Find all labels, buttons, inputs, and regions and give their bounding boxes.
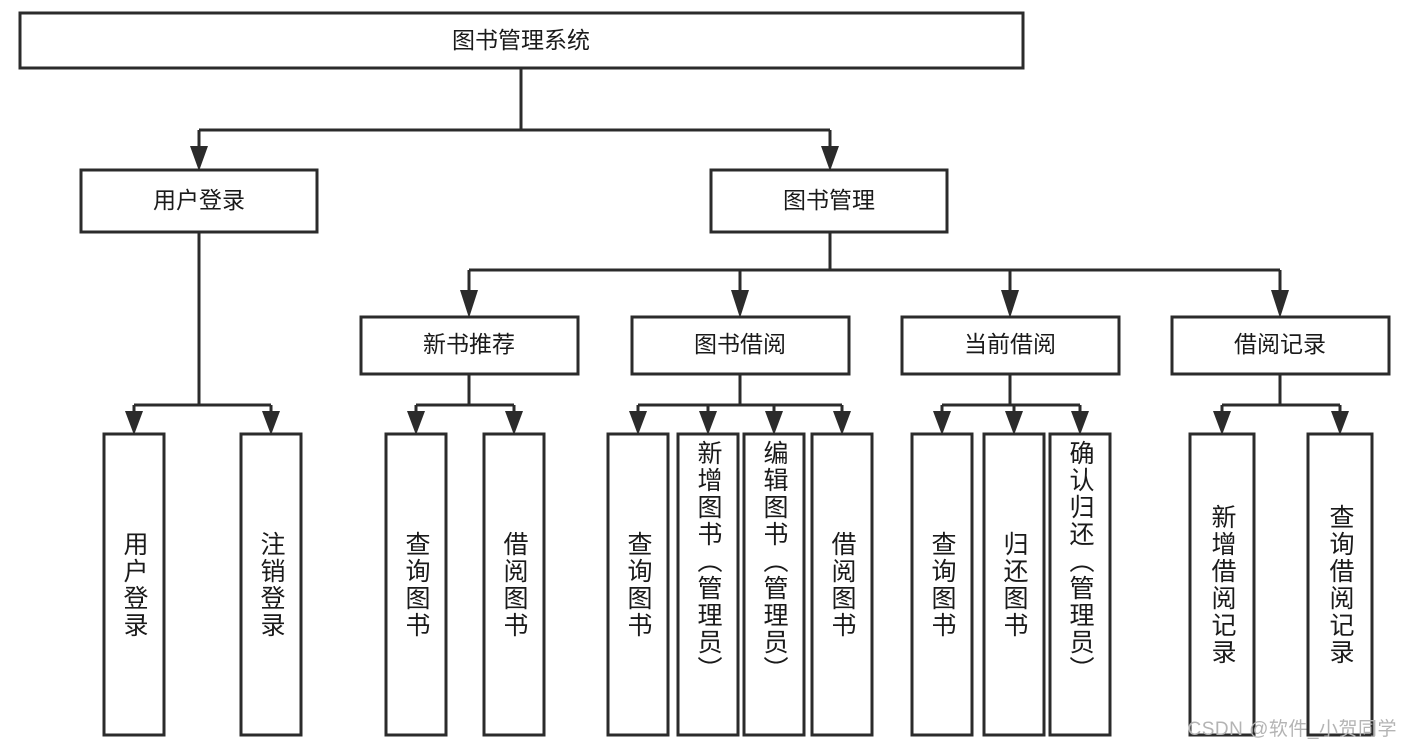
connectors [132,68,1342,422]
arrow-heads [125,146,1349,435]
arrow-icon-leaf-2 [407,411,425,435]
arrow-icon-to-borrow-record [1271,290,1289,318]
node-label-user-login: 用户登录 [153,187,245,213]
arrow-icon-leaf-4 [629,411,647,435]
node-label-book-manage: 图书管理 [783,187,875,213]
leaf-box-borrow-book-2[interactable] [810,432,874,737]
leaf-box-return-book[interactable] [982,432,1046,737]
arrow-icon-leaf-8 [933,411,951,435]
node-borrow-record-group[interactable]: 借阅记录 [1170,315,1391,376]
node-label-current-borrow: 当前借阅 [964,331,1056,357]
arrow-icon-leaf-7 [833,411,851,435]
arrow-icon-to-book-manage [821,146,839,171]
node-label-borrow-record: 借阅记录 [1234,331,1326,357]
arrow-icon-leaf-3 [505,411,523,435]
leaf-box-query-record[interactable] [1306,432,1374,737]
leaf-box-logout[interactable] [239,432,303,737]
arrow-icon-leaf-10 [1071,411,1089,435]
node-label-root: 图书管理系统 [452,27,590,53]
arrow-icon-leaf-9 [1005,411,1023,435]
leaf-box-edit-book[interactable] [742,432,806,737]
node-box-book-manage[interactable] [709,168,949,234]
node-label-new-book-rec: 新书推荐 [423,331,515,357]
node-current-borrow-group[interactable]: 当前借阅 [900,315,1121,376]
node-root-group[interactable]: 图书管理系统 [18,11,1025,70]
leaf-box-user-login[interactable] [102,432,166,737]
leaf-boxes-group [102,432,1374,737]
node-label-book-borrow: 图书借阅 [694,331,786,357]
arrow-icon-leaf-6 [765,411,783,435]
node-book-borrow-group[interactable]: 图书借阅 [630,315,851,376]
arrow-icon-to-current-borrow [1001,290,1019,318]
node-box-new-book-rec[interactable] [359,315,580,376]
node-box-current-borrow[interactable] [900,315,1121,376]
arrow-icon-leaf-5 [699,411,717,435]
leaf-box-query-book-3[interactable] [910,432,974,737]
node-box-user-login[interactable] [79,168,319,234]
leaf-box-borrow-book-1[interactable] [482,432,546,737]
node-new-book-rec-group[interactable]: 新书推荐 [359,315,580,376]
arrow-icon-leaf-0 [125,411,143,435]
leaf-box-add-book[interactable] [676,432,740,737]
arrow-icon-to-book-borrow [731,290,749,318]
arrow-icon-leaf-1 [262,411,280,435]
leaf-box-add-record[interactable] [1188,432,1256,737]
arrow-icon-leaf-11 [1213,411,1231,435]
leaf-box-confirm-return[interactable] [1048,432,1112,737]
node-book-manage-group[interactable]: 图书管理 [709,168,949,234]
arrow-icon-to-user-login [190,146,208,171]
node-user-login-group[interactable]: 用户登录 [79,168,319,234]
arrow-icon-leaf-12 [1331,411,1349,435]
arrow-icon-to-new-book-rec [460,290,478,318]
leaf-box-query-book-2[interactable] [606,432,670,737]
watermark-text: CSDN @软件_小贺同学 [1187,719,1397,740]
leaf-box-query-book-1[interactable] [384,432,448,737]
